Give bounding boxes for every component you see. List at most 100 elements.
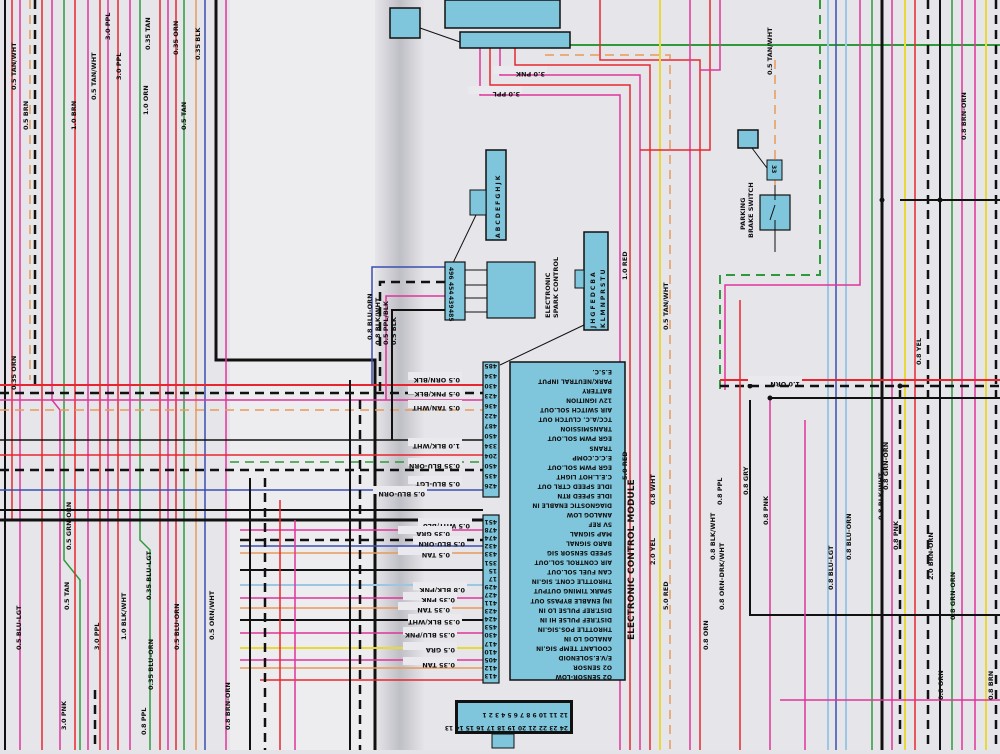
ecm-function-label: IDLE SPEED CTRL OUT [537,482,612,489]
wire-label: 0.8 PNK [762,495,770,525]
wire-label: 0.35 BLU-LGT [145,550,153,600]
wire-label: 1.0 RED [621,251,629,280]
wire-label: 0.8 BLK/WHT [374,297,382,345]
wire-label: 0.8 WHT [649,474,657,505]
wire-label: 0.5 BLU-ORN [378,490,425,498]
ecm-function-label: TRANS [589,444,612,451]
wire-label: 0.5 ORN/BLK [413,376,460,384]
ecm-function-label: E.C.C.COMP [572,454,612,461]
label-bg [403,627,457,635]
wire-label: 0.5 TAN [422,551,450,559]
wire-label: 0.8 BRN [987,671,995,700]
ecm-pin-number: 334 [484,442,497,449]
ecm-pin-number: 478 [484,526,497,533]
ecm-pin-number: 351 [484,559,497,566]
label-bg [403,657,457,665]
ecm-pin-number: 450 [484,432,497,439]
esc-pin: 496 [447,267,454,280]
wire-red [514,48,651,750]
ecm-pin-number: 430 [484,382,497,389]
blank-page-area [230,0,390,750]
wire-label: 0.35 PNK [420,596,455,604]
wire-label: 3.0 PNK [515,70,545,78]
ecm-function-label: THROTTLE CONT. SIG.IN [532,578,612,585]
parking-pin: 33 [770,165,777,173]
wire-red [640,0,711,151]
wire-label: 0.35 ORN [172,21,180,55]
wire-label: 3.0 PPL [104,13,112,40]
ecm-pin-number: 434 [484,372,497,379]
wire-red [489,48,631,750]
wire-black [749,400,1000,616]
electronic-spark-control: 496 454 439 485 ELECTRONIC SPARK CONTROL [444,257,560,322]
ecm-function-label: INJ ENABLE BYPASS OUT [530,597,612,604]
ecm-body [509,361,626,681]
wire-label: 0.5 PPL/BLK [382,300,390,345]
ecm-pin-number: 412 [484,664,497,671]
ecm-pin-number: 487 [484,422,497,429]
ecm-pin-number: 423 [484,392,497,399]
bottom-connector-bottom-row: 24 23 22 21 20 19 18 17 16 15 14 13 [445,724,568,731]
connector-abc-letters: A B C D E F G H J K [495,175,502,238]
wire-label: 1.0 ORN [142,85,150,115]
wire-pink [499,48,641,750]
esc-title-line1: ELECTRONIC [544,272,552,318]
ecm-pin-number: 410 [484,648,497,655]
wire-label: 0.35 GRA [416,530,450,538]
wire-black [391,309,445,440]
ecm-function-label: EGR PWM SOL.OUT [547,435,612,442]
wire-label: 0.8 BLK/WHT [877,472,885,520]
ecm-function-label: CAN FUEL SOL.OUT [546,568,612,575]
wire-label: 0.8 BRN-ORN [224,682,232,730]
components: A B C D E F G H J K 496 454 439 485 ELEC… [389,0,791,749]
wire-label: 0.35 TAN [417,606,450,614]
wire-label: 3.0 PPL [115,53,123,80]
ecm-pin-number: 453 [484,623,497,630]
wire-label: 0.8 BRN-ORN [960,92,968,140]
wire-label: 0.5 TAN/WHT [766,27,774,75]
ecm-pin-number: 411 [484,599,497,606]
parking-title-line1: PARKING [739,198,747,230]
ecm-function-label: SPARK TIMING OUTPUT [533,587,612,594]
ecm-function-label: DIST.REF PULSE HI IN [540,616,612,623]
connector-ecm-top-row: J H G F E D C B A [590,272,597,329]
wire-label: 0.5 TAN [63,582,71,610]
ecm-function-label: TCC/A.C. CLUTCH OUT [538,416,612,423]
wire-label: 0.35 BLK [194,27,202,60]
ecm-pin-number: 15 [489,567,497,574]
ecm-function-label: DIAGNOSTIC ENABLE IN [532,501,612,508]
label-bg [398,526,452,534]
esc-pin: 454 [447,282,454,295]
wire-label: 0.8 GRY [742,466,750,495]
ecm-pin-strip-lower [482,514,500,684]
wire-label: 0.8 ORN [702,620,710,650]
label-bg [413,536,467,544]
ecm-function-label: 12V IGNITION [566,397,612,404]
wire-label: 3.0 PPL [93,623,101,650]
wire-label: 0.35 BLK/WHT [408,618,460,626]
ecm-pin-number: 426 [484,482,497,489]
wire-junction [747,383,753,389]
wire-label: 2.0 BRN-ORN [927,532,935,580]
wire-label: 0.5 GRN-ORN [65,502,73,550]
wire-label: 0.5 TAN/WHT [90,52,98,100]
ecm-pin-number: 451 [484,518,497,525]
wire-label: 2.0 YEL [649,538,657,565]
wire-label: 5.0 RED [662,581,670,610]
ecm-function-label: O2 SENSOR-LOW [555,673,612,680]
wire-label: 0.5 PNK/BLK [414,390,460,398]
ecm-pin-number: 432 [484,542,497,549]
wire-label: 0.35 TAN [422,661,455,669]
label-bg [468,86,522,94]
wire-label: 0.8 PPL [140,708,148,735]
wire-label: 0.35 BLU/PNK [404,631,455,639]
wire-blue [371,266,445,385]
esc-pin: 485 [447,309,454,322]
wire-label: 0.5 GRA [426,646,455,654]
ecm-pin-number: 423 [484,607,497,614]
ecm-function-label: ANALOG LO IN [564,635,612,642]
ecm-function-label: AIR SWITCH SOL.OUT [539,406,612,413]
ecm-pin-number: 436 [484,402,497,409]
